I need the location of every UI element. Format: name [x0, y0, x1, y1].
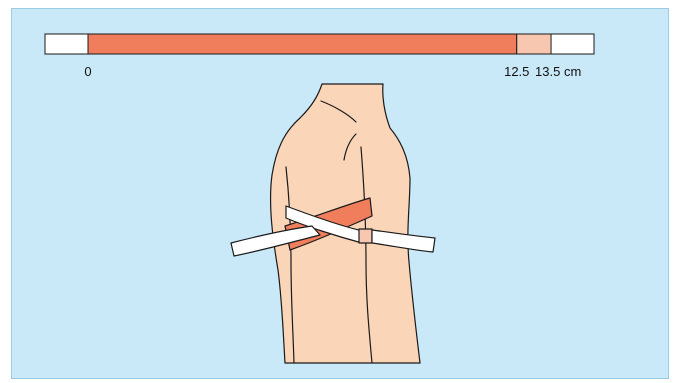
scale-normal-zone: [88, 34, 517, 54]
measurement-scale: 0 12.5 13.5 cm: [45, 34, 594, 79]
tape-highlight-mark: [359, 229, 372, 243]
scale-tolerance-zone: [517, 34, 551, 54]
scale-label-end: 13.5 cm: [535, 64, 581, 79]
scale-label-start: 0: [84, 64, 91, 79]
scale-label-mid: 12.5: [504, 64, 529, 79]
